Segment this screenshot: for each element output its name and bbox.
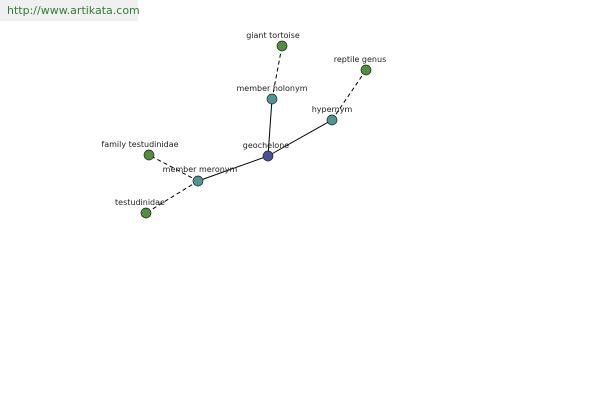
edge-center-member-meronym — [197, 155, 269, 182]
label-giant-tortoise: giant tortoise — [246, 31, 300, 40]
label-geochelone: geochelone — [243, 141, 289, 150]
edge-center-member-holonym — [267, 98, 273, 157]
node-member-meronym[interactable] — [192, 175, 204, 187]
edge-member-holonym-giant-tortoise — [271, 45, 283, 100]
label-family-testudinidae: family testudinidae — [101, 140, 178, 149]
label-member-meronym: member meronym — [163, 165, 238, 174]
node-reptile-genus[interactable] — [360, 64, 372, 76]
edge-center-hypernym — [267, 119, 333, 157]
watermark-banner: http://www.artikata.com — [0, 0, 140, 21]
edge-hypernym-reptile-genus — [331, 69, 367, 121]
node-family-testudinidae[interactable] — [143, 149, 155, 161]
node-giant-tortoise[interactable] — [276, 40, 288, 52]
label-testudinidae: testudinidae — [115, 198, 165, 207]
edge-member-meronym-family-testudinidae — [148, 154, 199, 182]
node-member-holonym[interactable] — [266, 93, 278, 105]
label-member-holonym: member holonym — [236, 84, 307, 93]
label-reptile-genus: reptile genus — [334, 55, 386, 64]
label-hypernym: hypernym — [312, 105, 353, 114]
node-geochelone[interactable] — [262, 150, 274, 162]
watermark-url: http://www.artikata.com — [7, 4, 140, 17]
node-testudinidae[interactable] — [140, 207, 152, 219]
node-hypernym[interactable] — [326, 114, 338, 126]
edge-member-meronym-testudinidae — [145, 180, 199, 214]
